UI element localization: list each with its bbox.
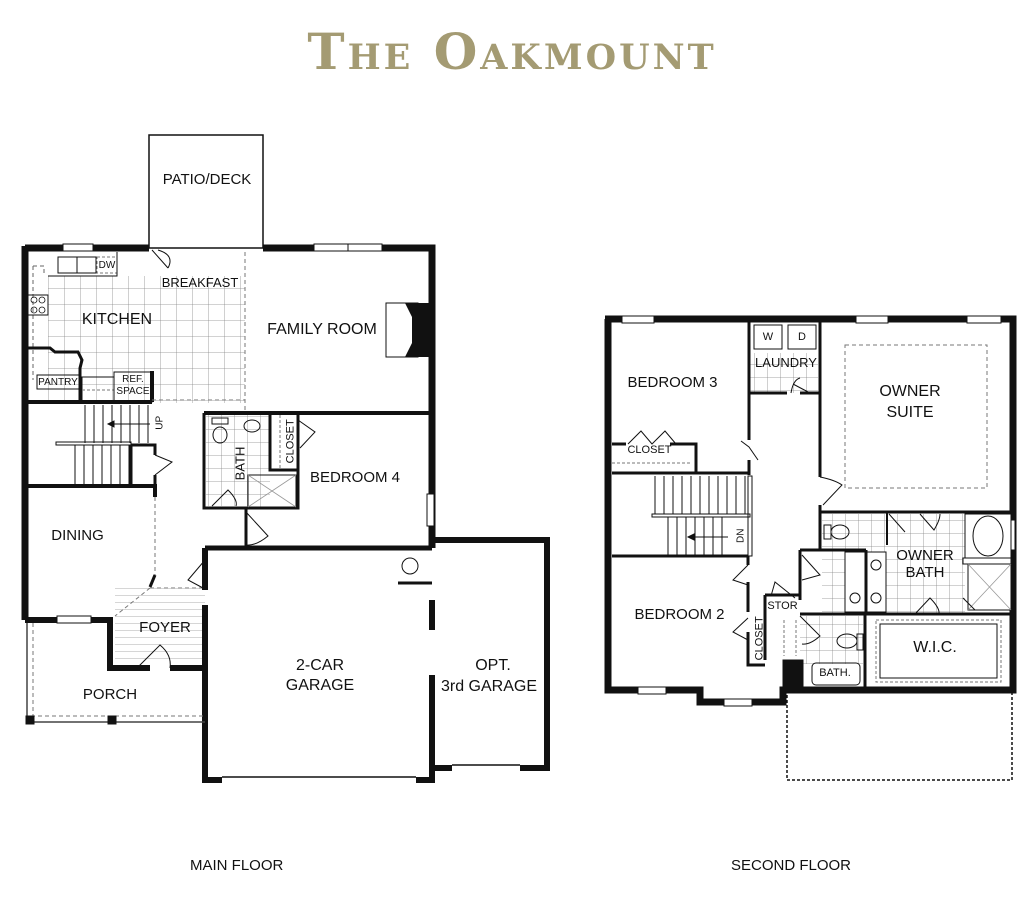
room-label-foyer: FOYER xyxy=(139,619,191,636)
label-stair-down: DN xyxy=(735,528,747,543)
caption-second-floor: SECOND FLOOR xyxy=(731,857,852,874)
room-label-breakfast: BREAKFAST xyxy=(161,275,239,290)
room-label-porch: PORCH xyxy=(82,686,138,703)
label-ref-space-line2: SPACE xyxy=(116,386,150,397)
room-label-owner-suite-line1: OWNER xyxy=(879,383,941,400)
room-label-garage-line2: GARAGE xyxy=(285,677,355,694)
caption-main-floor: MAIN FLOOR xyxy=(190,857,284,874)
room-label-owner-bath-line2: BATH xyxy=(905,564,945,581)
label-ref-space-line1: REF. xyxy=(122,374,144,385)
second-floor xyxy=(604,315,1017,781)
room-label-laundry: LAUNDRY xyxy=(755,355,817,370)
room-label-patio: PATIO/DECK xyxy=(162,171,252,188)
label-stair-up: UP xyxy=(154,415,166,430)
label-dryer: D xyxy=(798,331,806,343)
room-label-opt-garage-line1: OPT. xyxy=(475,657,511,674)
label-washer: W xyxy=(762,331,774,343)
room-label-bedroom-3: BEDROOM 3 xyxy=(627,374,718,391)
room-label-kitchen: KITCHEN xyxy=(81,311,153,328)
room-label-closet-bedroom3: CLOSET xyxy=(627,444,672,456)
room-label-owner-bath-line1: OWNER xyxy=(896,547,954,564)
room-label-bath: BATH xyxy=(232,446,248,481)
room-label-bedroom-4: BEDROOM 4 xyxy=(309,469,400,486)
room-label-owner-suite-line2: SUITE xyxy=(886,404,934,421)
label-hall-bath-tub: BATH. xyxy=(819,667,851,679)
label-dishwasher: DW xyxy=(98,260,116,271)
patio-outline xyxy=(148,134,264,249)
room-label-wic: W.I.C. xyxy=(913,639,957,656)
main-floor xyxy=(21,134,550,783)
room-label-closet: CLOSET xyxy=(284,419,297,464)
room-label-dining: DINING xyxy=(51,527,104,544)
room-label-closet-bedroom2: CLOSET xyxy=(753,616,766,661)
room-label-bedroom-2: BEDROOM 2 xyxy=(634,606,725,623)
room-label-opt-garage-line2: 3rd GARAGE xyxy=(440,678,538,695)
plan-title: The Oakmount xyxy=(307,22,717,81)
room-label-garage-line1: 2-CAR xyxy=(295,657,344,674)
room-label-pantry: PANTRY xyxy=(38,377,78,388)
room-label-storage: STOR xyxy=(767,600,798,612)
room-label-family-room: FAMILY ROOM xyxy=(267,321,377,338)
